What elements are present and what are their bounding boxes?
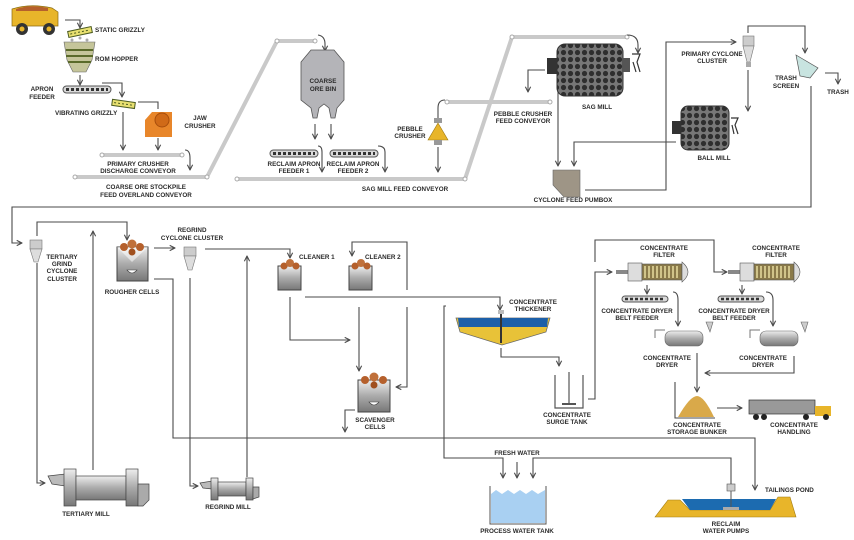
rom-hopper-icon [63,36,96,73]
concentrate-dryer-1-icon [654,321,714,347]
cleaner-1-icon [277,259,302,291]
label-fresh-water: FRESH WATER [494,450,540,457]
pebble-crusher-icon [427,118,449,145]
label-process-water-tank: PROCESS WATER TANK [480,528,554,535]
primary-cyclone-icon [742,35,755,67]
label-trash: TRASH [827,89,849,96]
sag-mill-feed-conveyor [235,35,629,181]
flow-to-tertiary-cyclone [11,86,812,243]
haul-truck-icon [11,5,59,35]
process-water-tank-icon [489,486,547,525]
flow-truck-grizzly [65,19,80,28]
label-cleaner-1: CLEANER 1 [299,254,335,261]
trash-screen-icon [795,54,819,79]
regrind-cyclone-icon [183,246,197,271]
concentrate-surge-tank-icon [554,372,584,409]
label-sag-feed-conveyor: SAG MILL FEED CONVEYOR [362,186,449,193]
concentrate-filter-1-icon [616,261,689,283]
reclaim-apron-feeder-2-icon [329,149,379,158]
ball-mill-icon [672,105,739,151]
conveyors [72,34,630,182]
rougher-cells-icon [116,239,149,282]
tertiary-mill-icon [47,468,150,507]
label-rom-hopper: ROM HOPPER [95,56,138,63]
regrind-mill-icon [199,477,260,501]
tertiary-cyclone-icon [29,239,43,263]
concentrate-truck-icon [748,399,831,420]
sag-mill-icon [547,43,641,97]
label-rougher-cells: ROUGHER CELLS [105,289,160,296]
label-regrind-mill: REGRIND MILL [205,504,251,511]
reclaim-water-pump-icon [723,483,739,510]
label-sag-mill: SAG MILL [582,104,612,111]
static-grizzly-icon [67,25,93,39]
label-tertiary-mill: TERTIARY MILL [62,511,110,518]
label-static-grizzly: STATIC GRIZZLY [95,27,146,34]
label-vibrating-grizzly: VIBRATING GRIZZLY [55,110,118,117]
cleaner-2-icon [348,259,373,291]
label-cleaner-2: CLEANER 2 [365,254,401,261]
dryer-belt-feeder-2-icon [717,295,765,303]
tailings-pond-icon [654,496,797,518]
concentrate-dryer-2-icon [749,321,809,347]
label-tailings-pond: TAILINGS POND [765,487,814,494]
flow-lines [11,19,838,490]
cyclone-feed-pumpbox-icon [552,169,581,198]
reclaim-apron-feeder-1-icon [269,149,319,158]
jaw-crusher-icon [145,112,172,137]
vibrating-grizzly-icon [111,98,136,110]
label-cyclone-pumpbox: CYCLONE FEED PUMBOX [534,197,614,204]
coarse-ore-bin-icon [300,49,345,119]
scavenger-cells-icon [357,372,391,413]
apron-feeder-icon [62,85,112,94]
dryer-belt-feeder-1-icon [621,295,669,303]
overland-conveyor [73,39,317,179]
concentrate-stockpile-icon [678,396,714,417]
label-ball-mill: BALL MILL [697,155,730,162]
concentrate-thickener-icon [455,310,551,346]
concentrate-filter-2-icon [728,261,801,283]
